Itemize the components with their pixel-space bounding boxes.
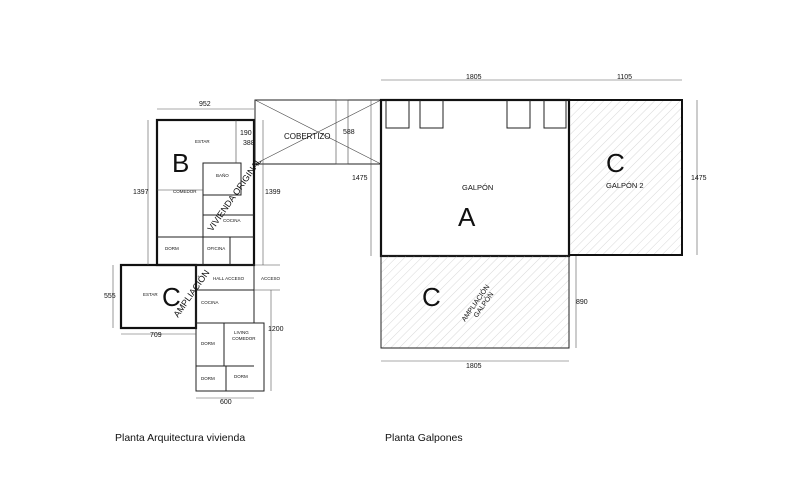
room-estar-b: ESTAR [195, 139, 210, 144]
dim-bano-height: 388 [243, 140, 255, 147]
room-comedor-b: COMEDOR [173, 189, 197, 194]
galpon-2-outline [568, 99, 683, 256]
caption-vivienda: Planta Arquitectura vivienda [115, 432, 245, 444]
room-dorm-c3: DORM [234, 374, 248, 379]
room-comedor-c: COMEDOR [232, 336, 256, 341]
vivienda-plan: B C VIVIENDA ORIGINAL AMPLIACIÓN COBERTI… [104, 99, 382, 406]
room-dorm-c2: DORM [201, 376, 215, 381]
dim-galpon2-width-top: 1105 [617, 74, 632, 81]
room-acceso: ACCESO [261, 276, 281, 281]
block-b-letter: B [172, 148, 189, 178]
dim-galpon-height-left: 1475 [352, 175, 368, 182]
dim-galpon2-height-right: 1475 [691, 175, 707, 182]
room-dorm-b: DORM [165, 246, 179, 251]
block-c-ampliacion-letter: C [422, 282, 441, 312]
caption-galpones: Planta Galpones [385, 432, 463, 444]
dim-ampliacion-width-bottom2: 600 [220, 399, 232, 406]
room-cocina-c: COCINA [201, 300, 219, 305]
room-living: LIVING [234, 330, 249, 335]
dim-ampliacion-width-bottom: 709 [150, 332, 162, 339]
room-estar-c: ESTAR [143, 292, 158, 297]
room-cocina-b: COCINA [223, 218, 241, 223]
dim-ampliacion-galpon-width: 1805 [466, 363, 482, 370]
galpones-plan: A C C GALPÓN GALPÓN 2 AMPLIACIÓN GALPÓN … [352, 74, 707, 370]
dim-ampliacion-height-left: 555 [104, 293, 116, 300]
dim-vivienda-width-top: 952 [199, 101, 211, 108]
room-hall-acceso: HALL ACCESO [213, 276, 245, 281]
room-dorm-c1: DORM [201, 341, 215, 346]
dim-ampliacion-height-right: 1200 [268, 326, 284, 333]
block-c-galpon2-letter: C [606, 148, 625, 178]
dim-vivienda-height-left: 1397 [133, 189, 149, 196]
dim-ampliacion-galpon-height: 890 [576, 299, 588, 306]
room-bano: BAÑO [216, 172, 229, 178]
label-galpon2: GALPÓN 2 [606, 181, 644, 190]
ampliacion-galpon-outline [380, 255, 570, 349]
bathroom-walls [202, 162, 242, 196]
dim-vivienda-height-right: 1399 [265, 189, 281, 196]
dim-cobertizo-height: 588 [343, 129, 355, 136]
label-cobertizo: COBERTIZO [284, 132, 331, 141]
label-galpon: GALPÓN [462, 183, 493, 192]
room-oficina: OFICINA [207, 246, 225, 251]
dim-galpon-width-top: 1805 [466, 74, 482, 81]
dim-bano-width: 190 [240, 130, 252, 137]
block-a-letter: A [458, 202, 476, 232]
block-c-vivienda-letter: C [162, 282, 181, 312]
